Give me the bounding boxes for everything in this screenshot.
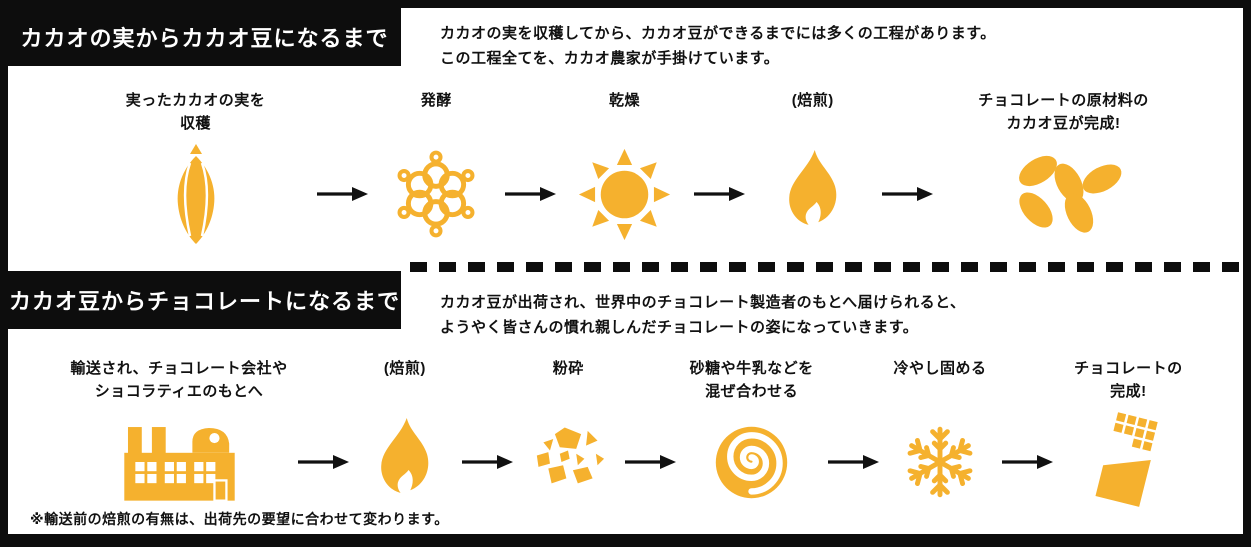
step-shipping-label: 輸送され、チョコレート会社や ショコラティエのもとへ — [70, 360, 288, 400]
step-drying: 乾燥 — [570, 90, 680, 244]
arrow-icon — [881, 185, 933, 203]
step-shipping: 輸送され、チョコレート会社や ショコラティエのもとへ — [64, 358, 294, 512]
step-harvest-label: 実ったカカオの実を 収穫 — [125, 92, 266, 132]
footnote: ※輸送前の焙煎の有無は、出荷先の要望に合わせて変わります。 — [30, 511, 449, 527]
crushed-nibs-icon — [527, 412, 609, 512]
step-roasting-label: (焙煎) — [791, 92, 834, 109]
step-fermentation: 発酵 — [381, 90, 491, 244]
arrow-icon — [461, 453, 513, 471]
chocolate-bar-icon — [1078, 412, 1178, 512]
step-grinding: 粉砕 — [516, 358, 621, 512]
section2-description: カカオ豆が出荷され、世界中のチョコレート製造者のもとへ届けられると、 ようやく皆… — [440, 294, 966, 336]
step-cooling-label: 冷やし固める — [893, 360, 987, 377]
step-beans-complete: チョコレートの原材料の カカオ豆が完成! — [946, 90, 1181, 244]
arrow-icon — [504, 185, 557, 203]
step-roasting: (焙煎) — [758, 90, 868, 244]
mixing-swirl-icon — [709, 412, 794, 512]
flame-icon — [361, 412, 449, 512]
flame-icon — [769, 144, 857, 244]
factory-icon — [112, 412, 247, 512]
arrow-icon — [693, 185, 745, 203]
section1-title: カカオの実からカカオ豆になるまで — [20, 26, 389, 51]
step-drying-label: 乾燥 — [608, 92, 640, 109]
snowflake-icon — [899, 412, 981, 512]
step-mixing: 砂糖や牛乳などを 混ぜ合わせる — [679, 358, 824, 512]
step-roasting-2-label: (焙煎) — [383, 360, 426, 377]
arrow-icon — [1001, 453, 1053, 471]
arrow-icon — [624, 453, 676, 471]
fermentation-icon — [391, 144, 481, 244]
section2-title: カカオ豆からチョコレートになるまで — [8, 289, 400, 314]
cacao-beans-icon — [996, 144, 1131, 244]
section1-header: カカオの実からカカオ豆になるまで — [8, 8, 401, 66]
arrow-icon — [827, 453, 880, 471]
section2-header: カカオ豆からチョコレートになるまで — [8, 271, 401, 329]
step-fermentation-label: 発酵 — [420, 92, 452, 109]
arrow-icon — [316, 185, 369, 203]
dashed-divider — [410, 262, 1243, 272]
section1-description: カカオの実を収穫してから、カカオ豆ができるまでには多くの工程があります。 この工… — [440, 25, 996, 67]
cacao-pod-icon — [167, 144, 225, 244]
step-grinding-label: 粉砕 — [552, 360, 584, 377]
step-beans-complete-label: チョコレートの原材料の カカオ豆が完成! — [978, 92, 1149, 132]
sun-icon — [577, 144, 672, 244]
step-cooling: 冷やし固める — [883, 358, 998, 512]
section1-flow: 実ったカカオの実を 収穫 発酵 — [8, 90, 1243, 244]
step-mixing-label: 砂糖や牛乳などを 混ぜ合わせる — [689, 360, 814, 400]
step-roasting-2: (焙煎) — [352, 358, 457, 512]
arrow-icon — [297, 453, 350, 471]
step-harvest: 実ったカカオの実を 収穫 — [88, 90, 303, 244]
step-chocolate-complete-label: チョコレートの 完成! — [1074, 360, 1183, 400]
section2-flow: 輸送され、チョコレート会社や ショコラティエのもとへ — [8, 358, 1243, 512]
step-chocolate-complete: チョコレートの 完成! — [1056, 358, 1201, 512]
